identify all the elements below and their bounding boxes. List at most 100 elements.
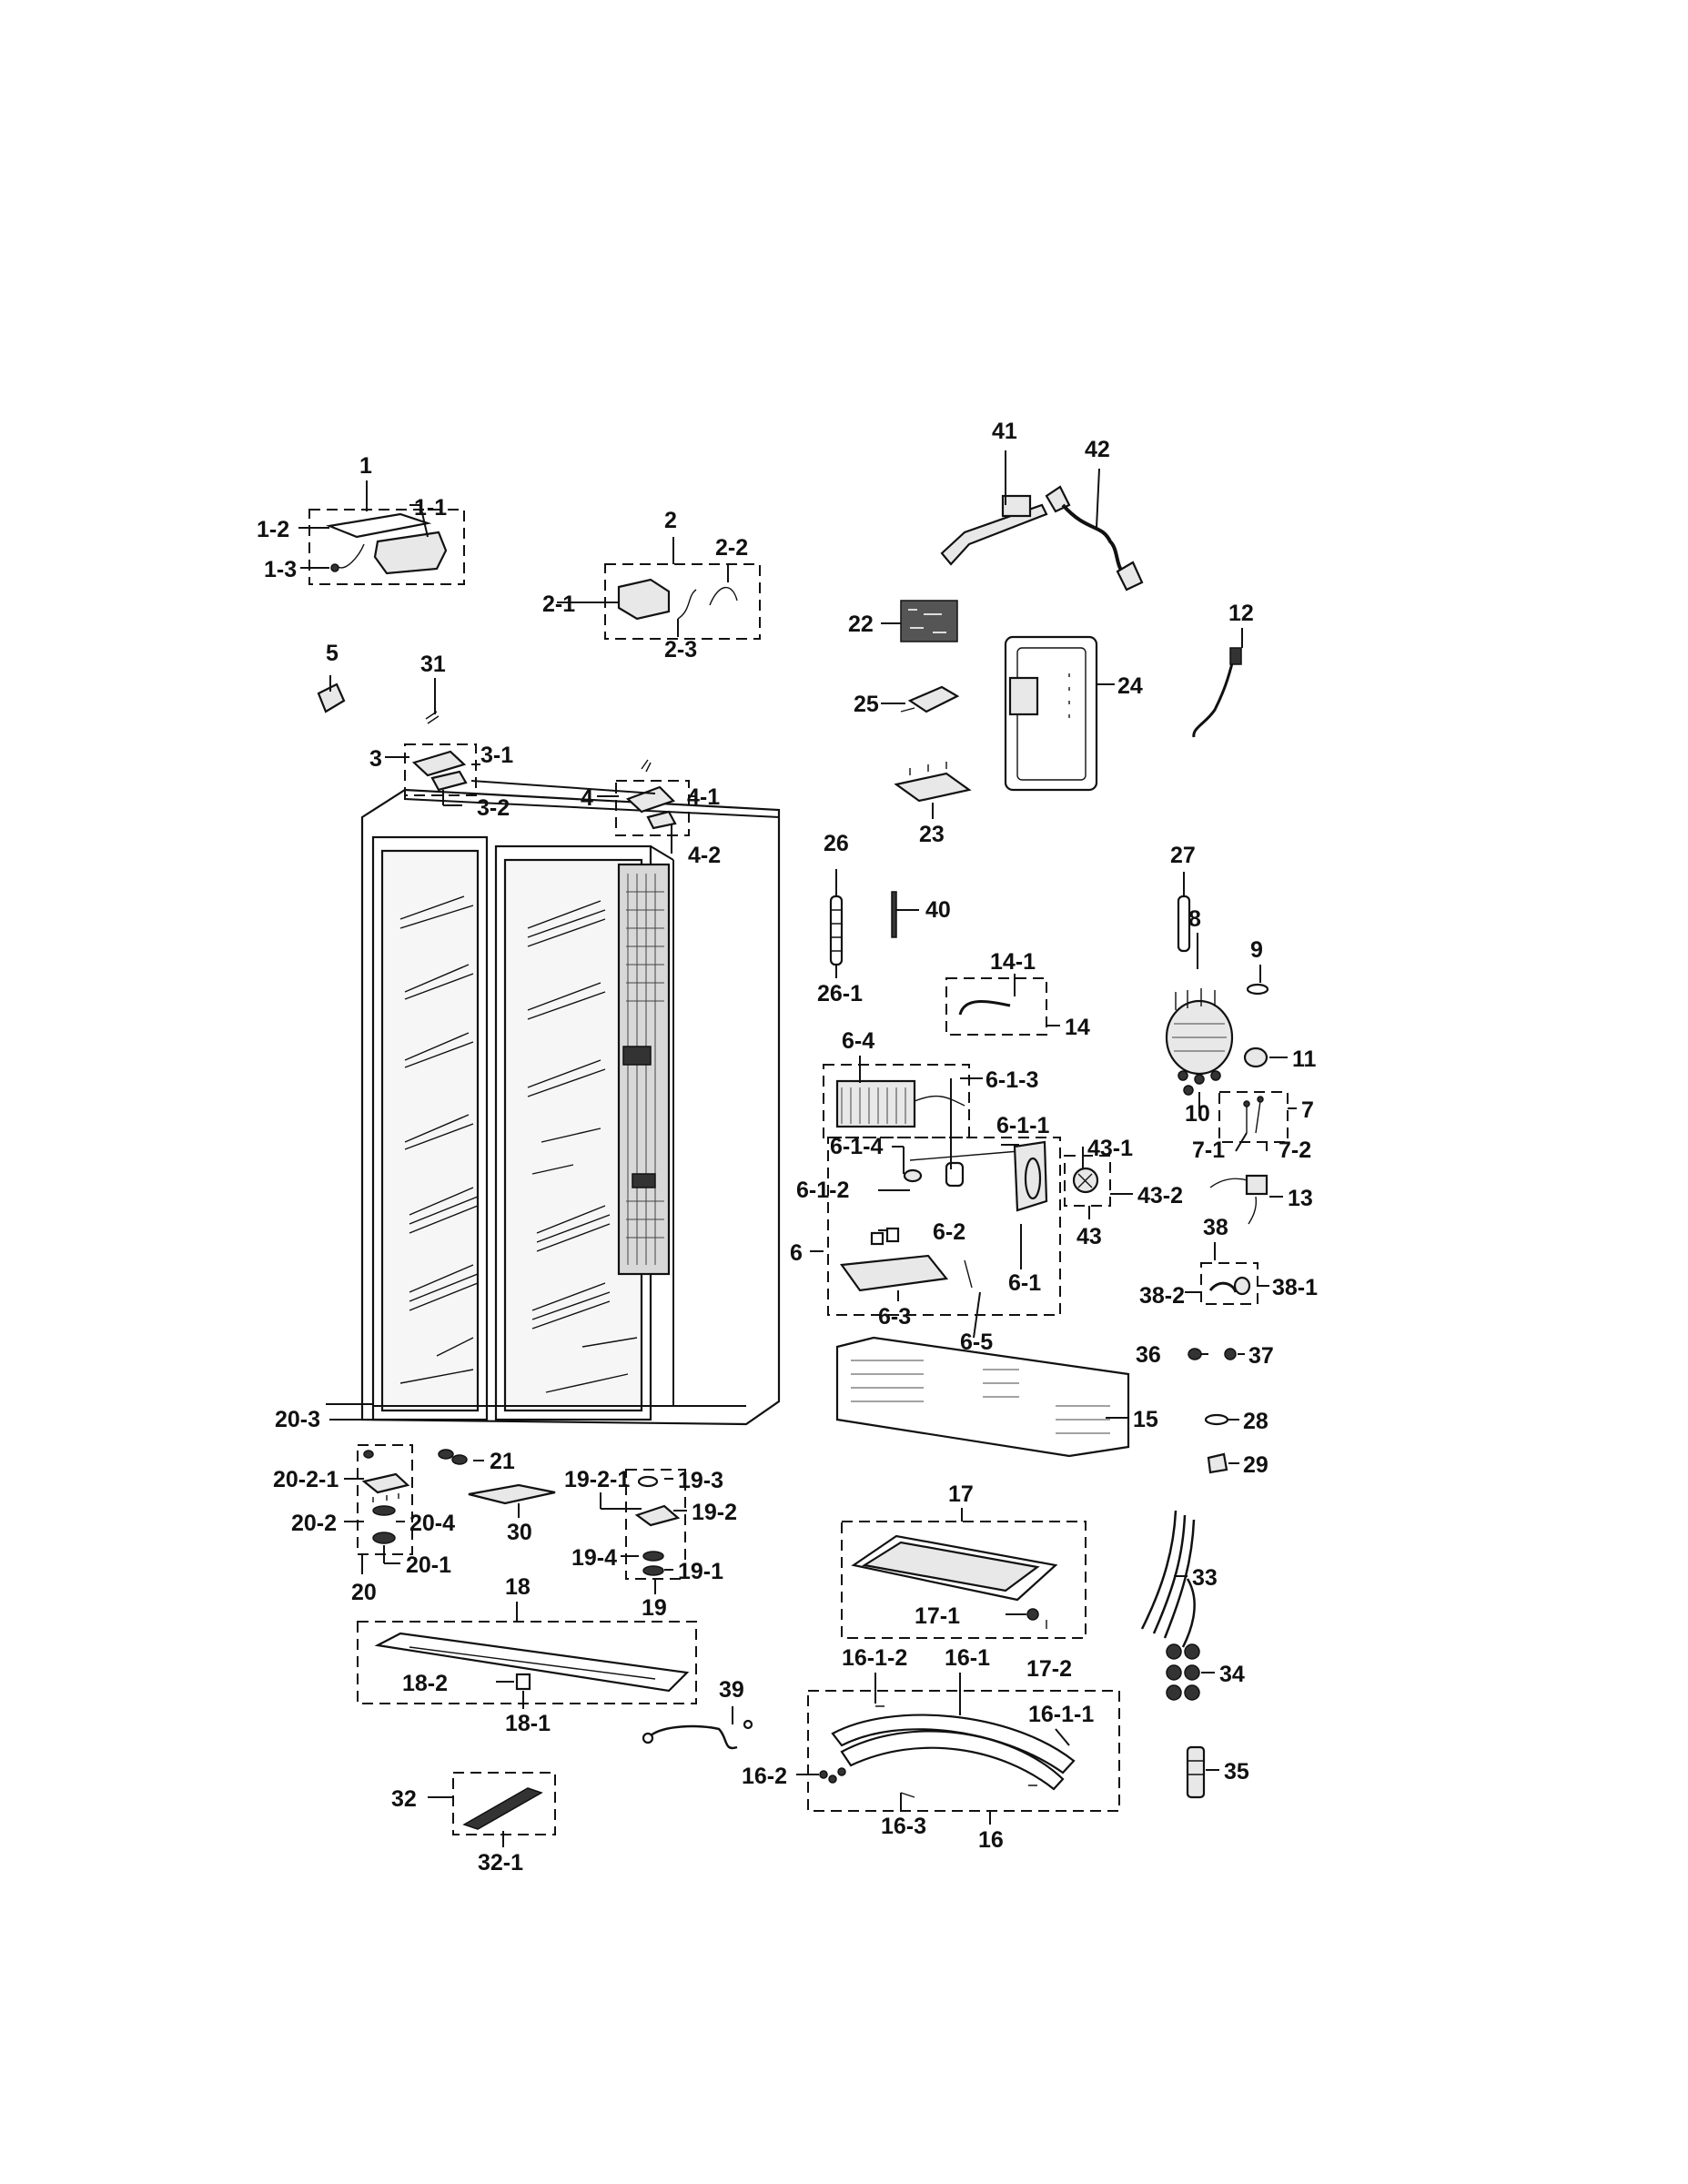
callout-40: 40 — [925, 897, 951, 923]
part-24 — [1004, 635, 1098, 792]
callout-24: 24 — [1117, 673, 1143, 699]
callout-19-3: 19-3 — [678, 1468, 723, 1493]
part-1-assembly — [308, 509, 465, 585]
callout-6: 6 — [790, 1240, 803, 1266]
callout-1-2: 1-2 — [257, 517, 289, 542]
callout-9: 9 — [1250, 937, 1263, 963]
callout-13: 13 — [1288, 1186, 1313, 1211]
callout-20-3: 20-3 — [275, 1407, 320, 1432]
callout-4: 4 — [581, 785, 593, 811]
callout-23: 23 — [919, 822, 945, 847]
callout-16-3: 16-3 — [881, 1814, 926, 1839]
callout-43-2: 43-2 — [1137, 1183, 1183, 1208]
part-26 — [829, 895, 844, 966]
callout-22: 22 — [848, 612, 874, 637]
callout-17: 17 — [948, 1481, 974, 1507]
part-41 — [940, 494, 1048, 566]
callout-16-1-2: 16-1-2 — [842, 1645, 907, 1671]
callout-8: 8 — [1188, 906, 1201, 932]
callout-18-1: 18-1 — [505, 1711, 551, 1736]
callout-21: 21 — [490, 1449, 515, 1474]
callout-7-2: 7-2 — [1279, 1138, 1311, 1163]
callout-2: 2 — [664, 508, 677, 533]
part-8 — [1165, 988, 1234, 1096]
callout-3-1: 3-1 — [480, 743, 513, 768]
part-6-assembly — [827, 1137, 1061, 1316]
callout-4-1: 4-1 — [687, 784, 720, 810]
callout-39: 39 — [719, 1677, 744, 1703]
callout-43-1: 43-1 — [1087, 1136, 1133, 1161]
part-34 — [1166, 1643, 1200, 1701]
callout-labels: 1 1-1 1-2 1-3 2 2-1 2-2 2-3 3 3-1 3-2 4 … — [257, 419, 1318, 1876]
part-9 — [1246, 983, 1269, 996]
callout-17-1: 17-1 — [915, 1603, 960, 1629]
callout-17-2: 17-2 — [1026, 1656, 1072, 1682]
callout-5: 5 — [326, 641, 339, 666]
callout-20-1: 20-1 — [406, 1552, 451, 1578]
callout-7-1: 7-1 — [1192, 1138, 1225, 1163]
callout-20-4: 20-4 — [409, 1511, 455, 1536]
callout-28: 28 — [1243, 1409, 1269, 1434]
callout-38-1: 38-1 — [1272, 1275, 1318, 1300]
callout-18-2: 18-2 — [402, 1671, 448, 1696]
callout-20: 20 — [351, 1580, 377, 1605]
callout-6-2: 6-2 — [933, 1219, 965, 1245]
callout-12: 12 — [1228, 601, 1254, 626]
part-17-assembly — [841, 1521, 1087, 1639]
callout-2-3: 2-3 — [664, 637, 697, 662]
part-21 — [438, 1449, 468, 1465]
callout-26: 26 — [824, 831, 849, 856]
callout-20-2: 20-2 — [291, 1511, 337, 1536]
callout-6-1: 6-1 — [1008, 1270, 1041, 1296]
callout-1-1: 1-1 — [414, 495, 447, 521]
part-30 — [468, 1483, 556, 1505]
part-35 — [1186, 1745, 1206, 1799]
callout-32: 32 — [391, 1786, 417, 1812]
part-36 — [1188, 1348, 1202, 1360]
part-2-assembly — [604, 563, 761, 640]
callout-16-2: 16-2 — [742, 1764, 787, 1789]
callout-6-4: 6-4 — [842, 1028, 874, 1054]
callout-11: 11 — [1292, 1046, 1317, 1072]
callout-2-2: 2-2 — [715, 535, 748, 561]
callout-19-1: 19-1 — [678, 1559, 723, 1584]
callout-33: 33 — [1192, 1565, 1218, 1591]
part-32-assembly — [452, 1772, 556, 1835]
part-4-assembly — [615, 759, 690, 836]
callout-16-1: 16-1 — [945, 1645, 990, 1671]
part-43-assembly — [1064, 1155, 1111, 1207]
callout-38-2: 38-2 — [1139, 1283, 1185, 1309]
part-29 — [1207, 1452, 1228, 1474]
part-15 — [835, 1336, 1130, 1458]
callout-3: 3 — [369, 746, 382, 772]
callout-4-2: 4-2 — [688, 843, 721, 868]
callout-38: 38 — [1203, 1215, 1228, 1240]
part-25 — [900, 685, 960, 713]
callout-14: 14 — [1065, 1015, 1090, 1040]
callout-31: 31 — [420, 652, 446, 677]
callout-3-2: 3-2 — [477, 795, 510, 821]
callout-36: 36 — [1136, 1342, 1161, 1368]
callout-19: 19 — [642, 1595, 667, 1621]
callout-6-1-3: 6-1-3 — [986, 1067, 1038, 1093]
part-22 — [900, 600, 958, 642]
callout-19-2-1: 19-2-1 — [564, 1467, 630, 1492]
callout-10: 10 — [1185, 1101, 1210, 1127]
callout-6-1-2: 6-1-2 — [796, 1178, 849, 1203]
callout-35: 35 — [1224, 1759, 1249, 1785]
callout-16-1-1: 16-1-1 — [1028, 1702, 1094, 1727]
part-14-assembly — [945, 977, 1047, 1036]
callout-25: 25 — [854, 692, 879, 717]
callout-1: 1 — [359, 453, 372, 479]
part-28 — [1204, 1413, 1229, 1426]
callout-6-5: 6-5 — [960, 1330, 993, 1355]
part-40 — [891, 891, 897, 938]
callout-42: 42 — [1085, 437, 1110, 462]
callout-6-1-4: 6-1-4 — [830, 1134, 883, 1159]
callout-30: 30 — [507, 1520, 532, 1545]
part-6-4 — [823, 1064, 970, 1138]
part-19-assembly — [625, 1469, 686, 1580]
part-39 — [642, 1719, 753, 1750]
